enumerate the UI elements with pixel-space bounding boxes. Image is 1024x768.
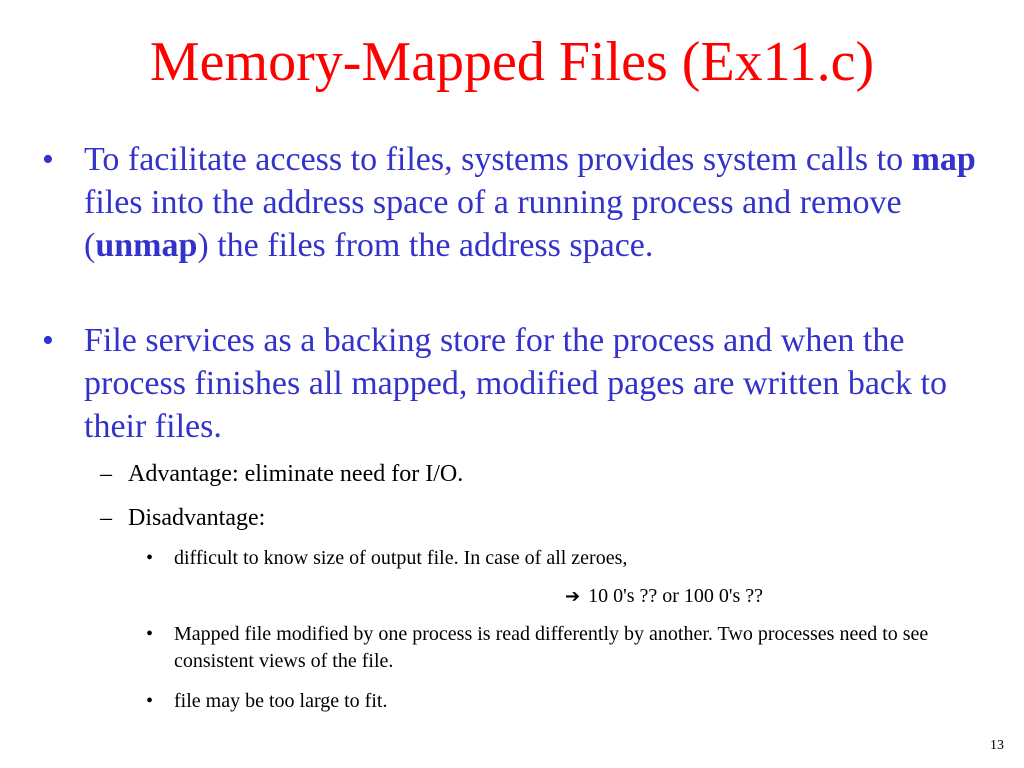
arrow-note-text: 10 0's ?? or 100 0's ?? — [588, 585, 764, 607]
sub-bullet-advantage: – Advantage: eliminate need for I/O. — [100, 459, 980, 489]
sub-bullet-text: Advantage: eliminate need for I/O. — [128, 461, 464, 487]
bullet-map-syscalls: • To facilitate access to files, systems… — [42, 138, 1002, 267]
bullet-text: To facilitate access to files, systems p… — [84, 138, 1002, 267]
bullet-marker: • — [146, 547, 154, 569]
dash-marker: – — [100, 505, 112, 531]
sub-bullet-text: Disadvantage: — [128, 505, 266, 531]
sub-sub-bullet-text: file may be too large to fit. — [174, 690, 388, 712]
bullet-text-part: files into the address space of a runnin… — [84, 184, 902, 264]
keyword-unmap: unmap — [95, 227, 198, 264]
bullet-marker: • — [42, 141, 54, 178]
sub-sub-bullet-text: Mapped file modified by one process is r… — [174, 623, 929, 672]
bullet-backing-store: • File services as a backing store for t… — [42, 319, 1002, 448]
bullet-text-part: ) the files from the address space. — [197, 227, 654, 264]
sub-bullet-disadvantage: – Disadvantage: — [100, 503, 980, 533]
page-number: 13 — [990, 738, 1004, 753]
bullet-text: File services as a backing store for the… — [84, 322, 947, 445]
slide-title: Memory-Mapped Files (Ex11.c) — [149, 31, 875, 93]
dash-marker: – — [100, 461, 112, 487]
sub-sub-bullet-consistency: • Mapped file modified by one process is… — [146, 621, 976, 675]
bullet-marker: • — [146, 690, 154, 712]
arrow-note: ➔ 10 0's ?? or 100 0's ?? — [565, 583, 763, 610]
sub-sub-bullet-text: difficult to know size of output file. I… — [174, 547, 628, 569]
sub-sub-bullet-too-large: • file may be too large to fit. — [146, 688, 976, 715]
sub-sub-bullet-output-size: • difficult to know size of output file.… — [146, 545, 976, 572]
bullet-marker: • — [42, 322, 54, 359]
keyword-map: map — [911, 141, 976, 178]
right-arrow-icon: ➔ — [565, 586, 581, 607]
bullet-marker: • — [146, 623, 154, 645]
bullet-text-part: To facilitate access to files, systems p… — [84, 141, 912, 178]
